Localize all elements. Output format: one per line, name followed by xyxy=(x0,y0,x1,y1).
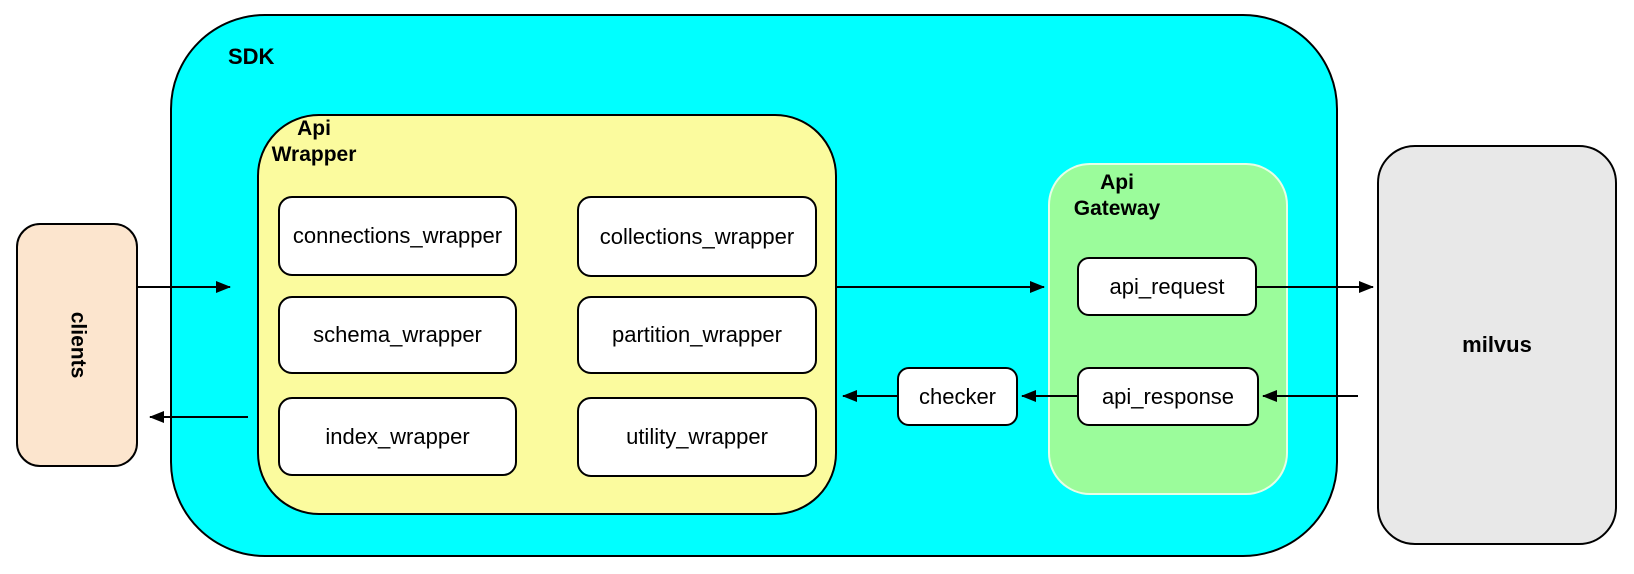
node-collections-wrapper: collections_wrapper xyxy=(577,196,817,277)
node-api-response: api_response xyxy=(1077,367,1259,426)
node-utility-wrapper: utility_wrapper xyxy=(577,397,817,477)
node-checker: checker xyxy=(897,367,1018,426)
api-wrapper-label-line2: Wrapper xyxy=(271,143,357,166)
clients-label: clients xyxy=(66,311,89,379)
sdk-label: SDK xyxy=(228,44,275,69)
node-api-request: api_request xyxy=(1077,257,1257,316)
api-gateway-label-line2: Gateway xyxy=(1073,197,1161,220)
api-wrapper-label-line1: Api xyxy=(297,117,331,140)
api-gateway-container xyxy=(1048,163,1288,495)
node-clients: clients xyxy=(16,223,138,467)
api-gateway-label: Api Gateway xyxy=(1063,170,1171,222)
node-milvus: milvus xyxy=(1377,145,1617,545)
node-index-wrapper: index_wrapper xyxy=(278,397,517,476)
node-connections-wrapper: connections_wrapper xyxy=(278,196,517,276)
node-partition-wrapper: partition_wrapper xyxy=(577,296,817,374)
api-gateway-label-line1: Api xyxy=(1100,171,1134,194)
node-schema-wrapper: schema_wrapper xyxy=(278,296,517,374)
api-wrapper-label: Api Wrapper xyxy=(260,116,368,168)
